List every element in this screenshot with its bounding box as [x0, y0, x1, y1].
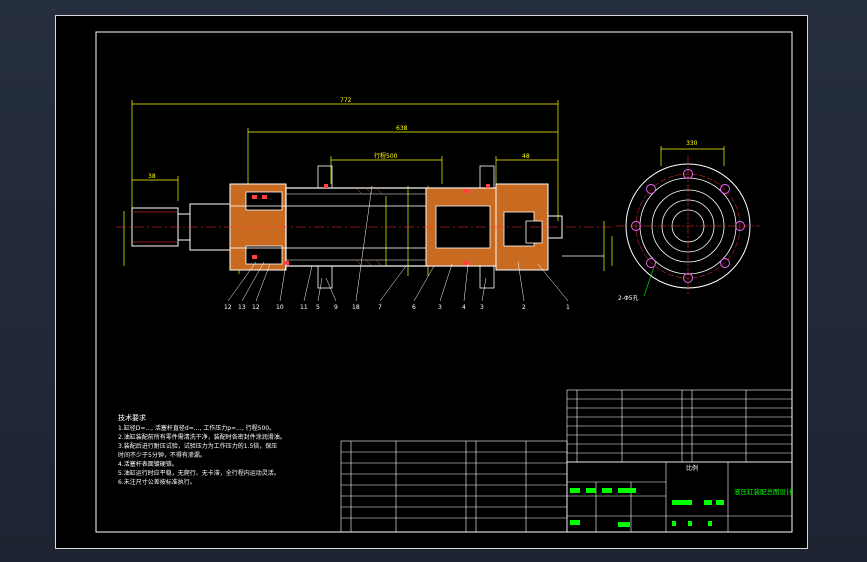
part-number: 9 — [334, 304, 338, 311]
part-number: 7 — [378, 304, 382, 311]
part-number: 5 — [316, 304, 320, 311]
notes-line: 4.活塞杆表面镀硬铬。 — [118, 460, 178, 468]
scale-label: 比例 — [686, 464, 698, 472]
part-number: 3 — [438, 304, 442, 311]
dim-flange-offset: 48 — [522, 153, 530, 160]
notes-title: 技术要求 — [118, 413, 146, 422]
part-number: 11 — [300, 304, 308, 311]
part-number: 10 — [276, 304, 284, 311]
part-number: 4 — [462, 304, 466, 311]
part-number: 2 — [522, 304, 526, 311]
part-number: 6 — [412, 304, 416, 311]
part-number: 18 — [352, 304, 360, 311]
notes-line: 时间不少于5分钟，不得有渗漏。 — [118, 451, 206, 459]
parts-list-left — [340, 440, 568, 533]
notes-line: 1.缸径D=..., 活塞杆直径d=..., 工作压力p=..., 行程500。 — [118, 424, 275, 432]
cylinder-side-view — [116, 165, 611, 289]
dimension-texts: 772 638 行程500 48 38 330 — [148, 97, 698, 180]
part-number: 1 — [566, 304, 570, 311]
part-numbers: 12 13 12 10 11 5 9 18 7 6 3 4 3 2 1 — [224, 304, 570, 311]
part-number: 13 — [238, 304, 246, 311]
title-block: 液压缸装配总图设计 比例 — [566, 461, 793, 533]
notes-line: 5.油缸运行时应平稳，无爬行、无卡滞，全行程内运动灵活。 — [118, 469, 280, 477]
cylinder-end-view: 2-Φ5孔 — [616, 156, 760, 302]
dim-rod-end: 38 — [148, 173, 156, 180]
notes-line: 2.油缸装配前所有零件需清洗干净，装配时各密封件涂润滑油。 — [118, 433, 286, 441]
dim-flange-width: 330 — [686, 140, 698, 147]
seals — [252, 184, 490, 265]
part-leaders — [227, 185, 569, 302]
title-block-green-marks — [570, 488, 724, 527]
part-number: 3 — [480, 304, 484, 311]
dim-stroke: 行程500 — [374, 152, 398, 160]
part-number: 12 — [224, 304, 232, 311]
notes-line: 6.未注尺寸公差按标准执行。 — [118, 478, 196, 486]
note-holes: 2-Φ5孔 — [618, 294, 639, 302]
drawing-name: 液压缸装配总图设计 — [734, 487, 793, 496]
part-number: 12 — [252, 304, 260, 311]
parts-list-right — [566, 389, 793, 463]
assembly-drawing: 772 638 行程500 48 38 330 — [95, 31, 793, 533]
technical-notes: 技术要求 1.缸径D=..., 活塞杆直径d=..., 工作压力p=..., 行… — [118, 413, 286, 486]
drawing-sheet: 772 638 行程500 48 38 330 — [55, 15, 808, 549]
dim-overall: 772 — [340, 97, 352, 104]
notes-line: 3.装配后进行耐压试验，试验压力为工作压力的1.5倍，保压 — [118, 442, 277, 450]
dim-body: 638 — [396, 125, 408, 132]
